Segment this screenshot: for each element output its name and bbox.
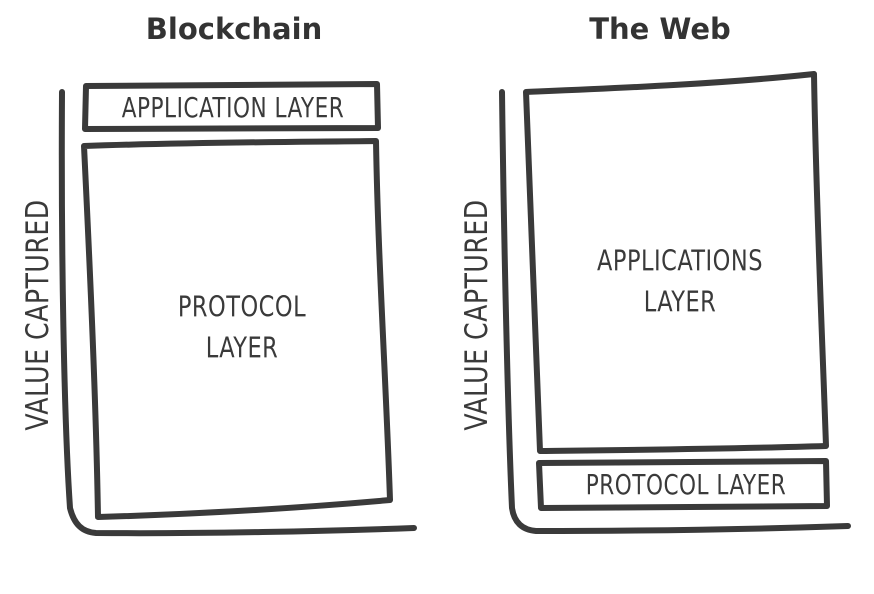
left-application-layer-box [82,81,381,132]
right-axis [499,89,851,534]
left-protocol-layer-label-line1: PROTOCOL [177,289,307,324]
right-applications-layer-label-line2: LAYER [643,284,717,319]
the-web-title: The Web [589,12,731,46]
left-value-captured-axis-label: VALUE CAPTURED [19,199,56,431]
right-applications-layer-box [523,71,829,454]
right-applications-layer-label-line1: APPLICATIONS [597,243,763,278]
left-protocol-layer-box [81,138,393,520]
right-protocol-layer-label: PROTOCOL LAYER [585,468,787,502]
left-axis [58,89,417,537]
left-application-layer-label: APPLICATION LAYER [121,91,345,125]
left-protocol-layer-label-line2: LAYER [205,330,279,365]
right-protocol-layer-box [536,458,830,511]
blockchain-title: Blockchain [145,12,323,46]
right-value-captured-axis-label: VALUE CAPTURED [458,199,495,431]
